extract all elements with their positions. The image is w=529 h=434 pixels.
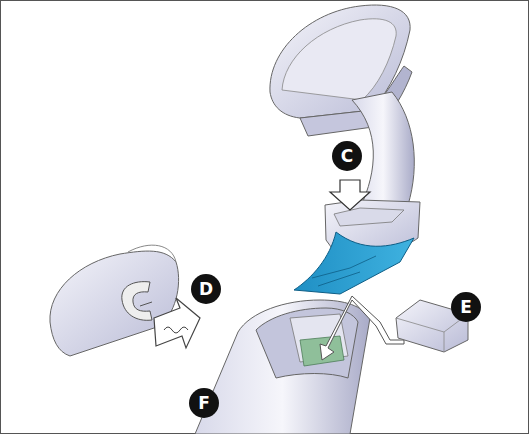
callout-letter: D — [191, 274, 221, 304]
callout-letter: F — [189, 388, 219, 418]
callout-letter: C — [332, 141, 362, 171]
callout-letter: E — [451, 292, 481, 322]
